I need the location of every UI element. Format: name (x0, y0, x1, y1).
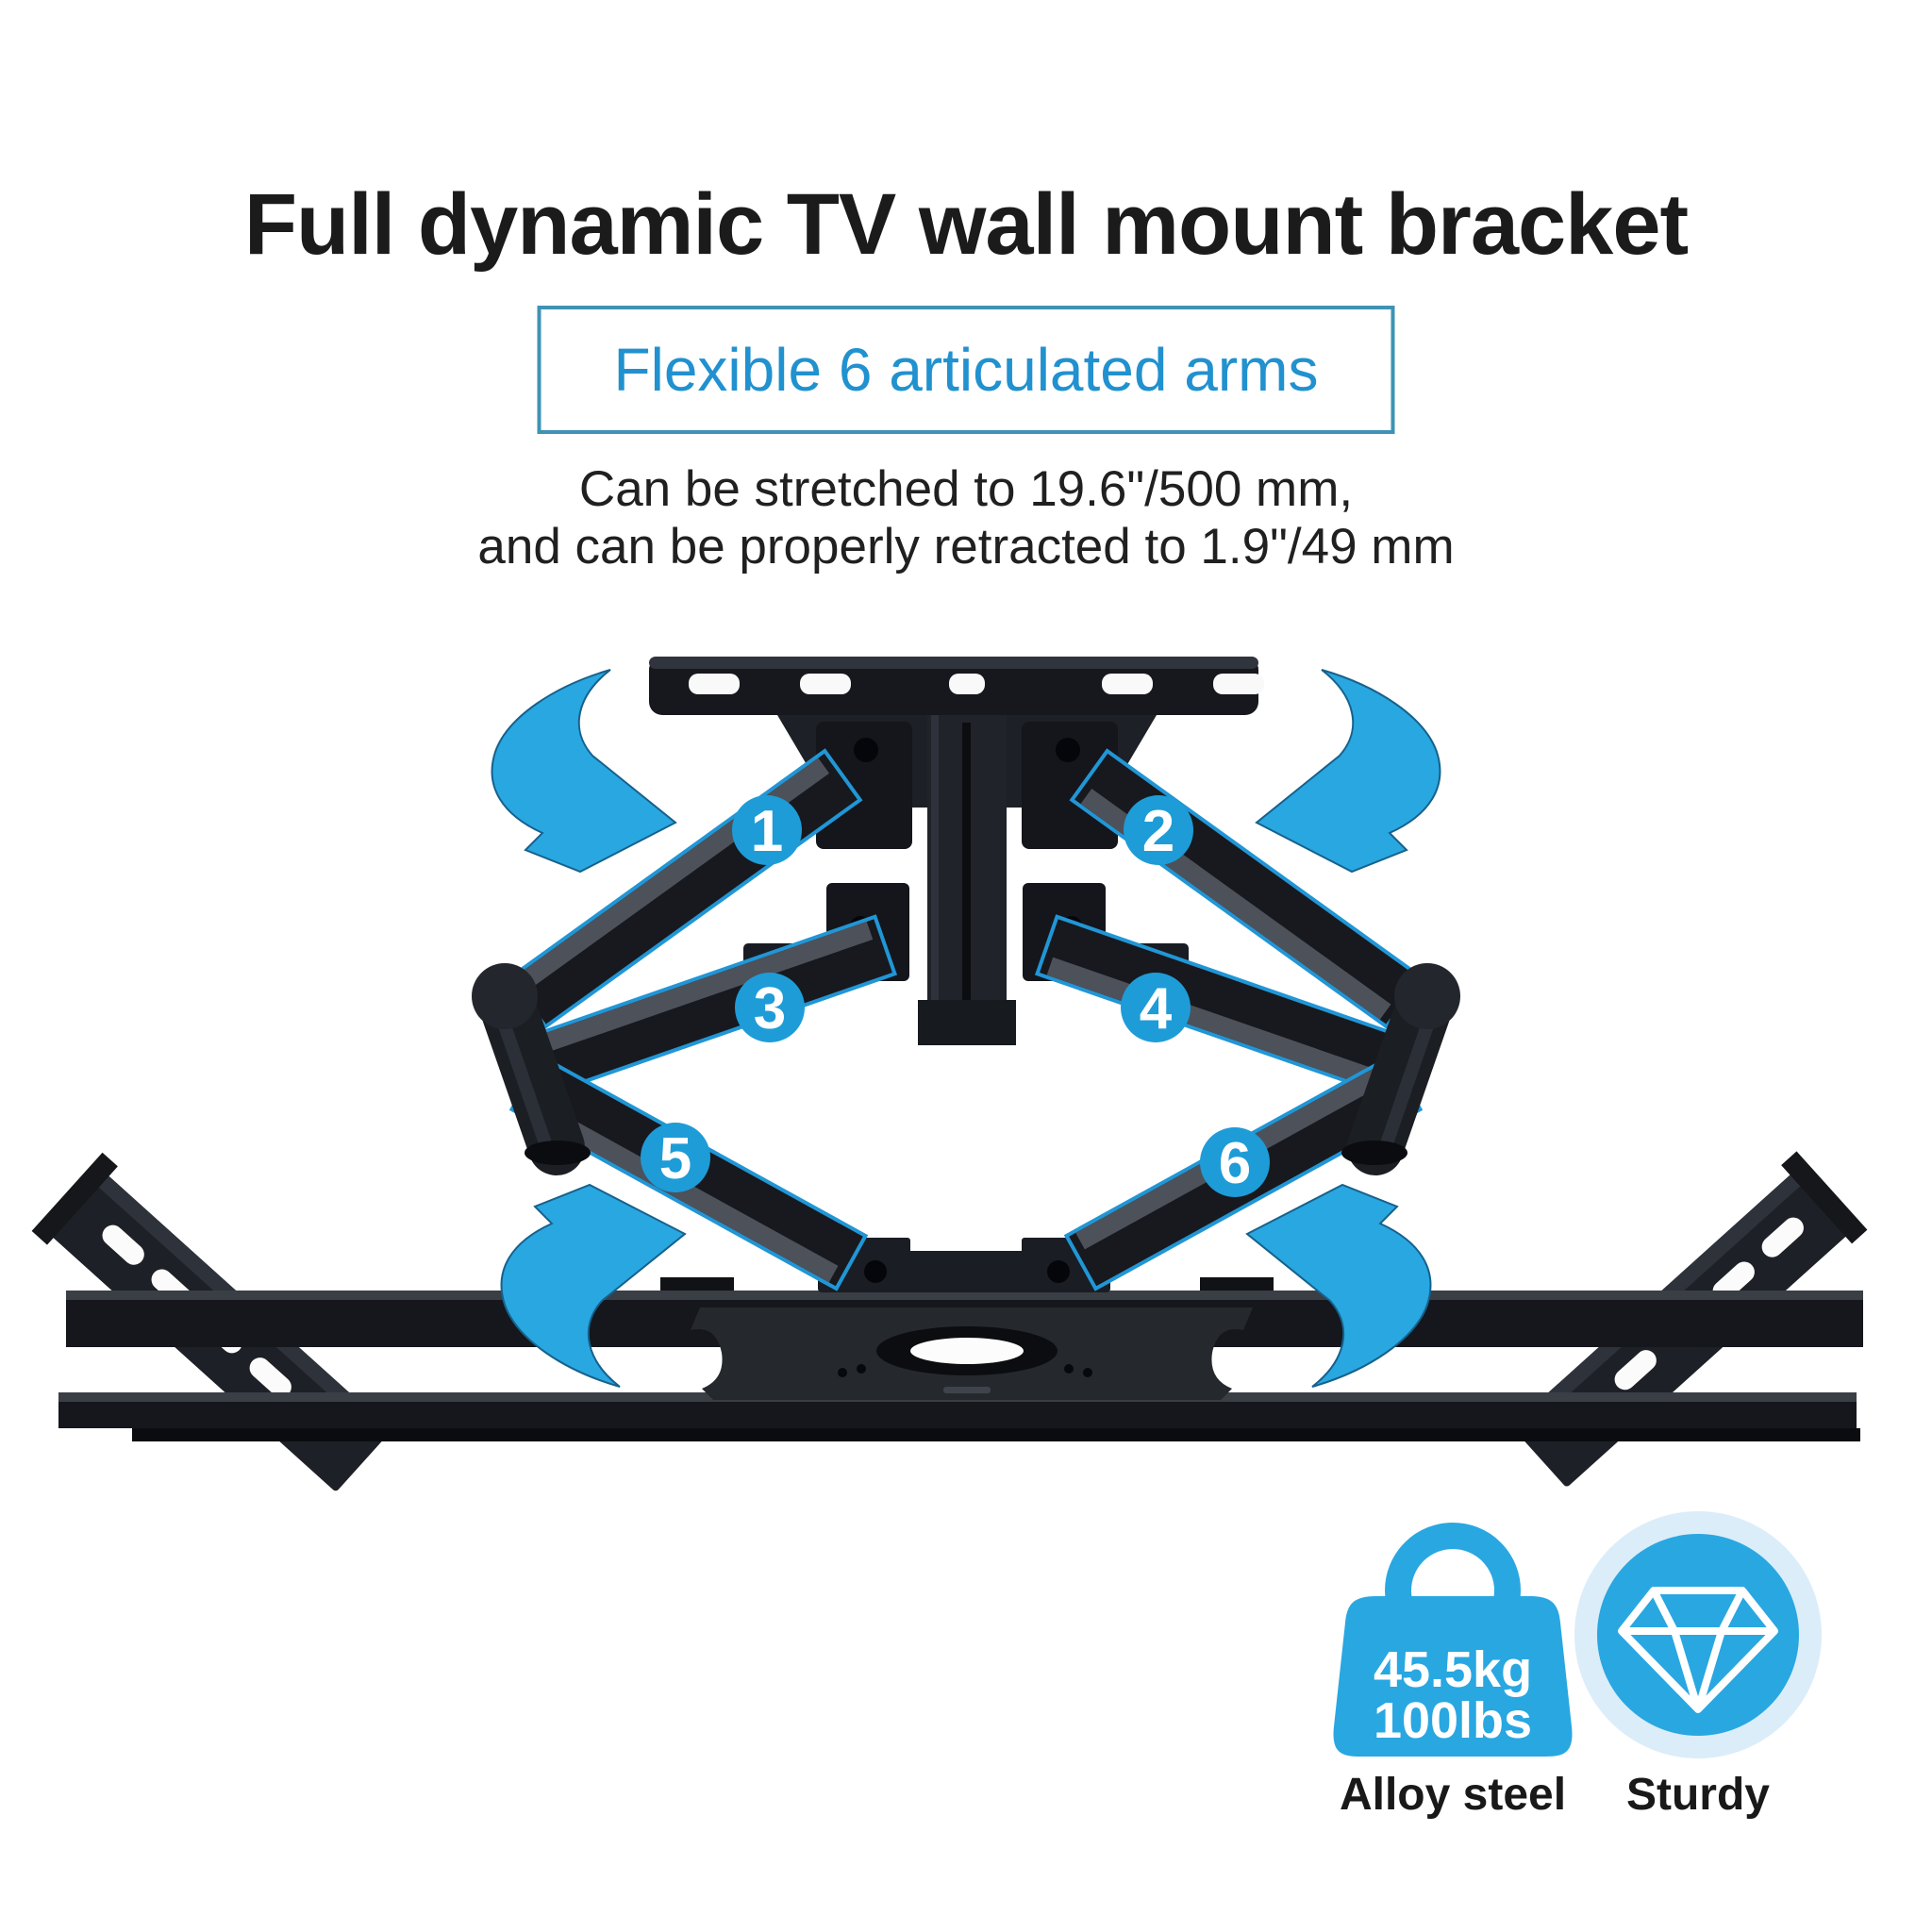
plate-slot (689, 674, 740, 694)
rotation-arrow-icon-bottom-left (500, 1184, 686, 1388)
vesa-slot (249, 1357, 291, 1398)
elbow-post-left (472, 963, 591, 1175)
elbow-ball (472, 963, 538, 1029)
badge-circle (1121, 973, 1191, 1042)
alloy-steel-label: Alloy steel (1340, 1770, 1566, 1820)
diamond-outline (1618, 1587, 1778, 1713)
arm-number-2: 2 (1142, 799, 1174, 864)
rail-stub (1200, 1277, 1274, 1294)
arm-badge-6: 6 (1200, 1127, 1270, 1197)
tv-rail-lower (58, 1392, 1860, 1441)
vesa-slot (1614, 1350, 1657, 1391)
weight-lbs: 100lbs (1374, 1692, 1532, 1749)
feature-box-label: Flexible 6 articulated arms (613, 336, 1319, 404)
subtitle-line-1: Can be stretched to 19.6"/500 mm, (578, 461, 1354, 517)
vesa-strip-right-flange (1781, 1151, 1868, 1244)
bag-body (1333, 1596, 1573, 1757)
plate-notch (943, 1387, 991, 1393)
weight-bag-icon: 45.5kg 100lbs (1333, 1523, 1573, 1757)
arm-badge-1: 1 (732, 795, 802, 865)
plate-slot (800, 674, 851, 694)
subtitle: Can be stretched to 19.6"/500 mm, and ca… (0, 460, 1932, 575)
arm-number-3: 3 (754, 976, 786, 1041)
badge-circle (735, 973, 805, 1042)
bracket-hole (1047, 1260, 1070, 1283)
rail-stub (660, 1277, 734, 1294)
page-title: Full dynamic TV wall mount bracket (243, 176, 1689, 273)
vesa-center-plate (691, 1307, 1253, 1400)
vesa-slot (102, 1224, 144, 1265)
diamond-icon (1574, 1511, 1822, 1758)
plate-screw-hole (838, 1368, 847, 1377)
arm-face (541, 921, 874, 1053)
pivot-hole (854, 738, 878, 762)
feature-box: Flexible 6 articulated arms (537, 306, 1395, 434)
diamond-facets (1650, 1589, 1746, 1711)
arm-number-5: 5 (659, 1126, 691, 1191)
arm-badge-3: 3 (735, 973, 805, 1042)
plate-hole (910, 1338, 1024, 1364)
arm-badge-4: 4 (1121, 973, 1191, 1042)
pivot-housing-upper-left (816, 722, 912, 849)
bracket-body (818, 1251, 1110, 1292)
plate-screw-hole (1064, 1364, 1074, 1374)
vesa-strip-left-flange (31, 1152, 118, 1245)
elbow-foot (1341, 1141, 1407, 1165)
plate-screw-hole (857, 1364, 866, 1374)
plate-slot (1213, 674, 1264, 694)
badge-circle (1200, 1127, 1270, 1197)
column-highlight (931, 709, 939, 1045)
arm-number-1: 1 (751, 799, 783, 864)
elbow-post-right (1341, 963, 1460, 1175)
rotation-arrow-icon-top-left (491, 669, 676, 873)
plate-slot (949, 674, 985, 694)
wall-plate-lip-edge (649, 657, 1258, 669)
pivot-hole (1056, 738, 1080, 762)
rail-lip (132, 1428, 1860, 1441)
subtitle-line-2: and can be properly retracted to 1.9"/49… (477, 519, 1455, 575)
rotation-arrow-icon-bottom-right (1246, 1184, 1432, 1388)
sturdy-label: Sturdy (1626, 1770, 1770, 1820)
plate-slot (1102, 674, 1153, 694)
rotation-arrow-icon-top-right (1256, 669, 1441, 873)
arm-badge-5: 5 (641, 1123, 710, 1192)
badge-circle (641, 1123, 710, 1192)
column-groove (962, 723, 971, 1034)
plate-screw-hole (1083, 1368, 1092, 1377)
bracket-hole (864, 1260, 887, 1283)
vesa-slot (1761, 1217, 1804, 1257)
weight-kg: 45.5kg (1374, 1641, 1532, 1698)
rail-body (58, 1402, 1857, 1428)
arm-number-6: 6 (1219, 1131, 1251, 1196)
column-base (918, 1000, 1016, 1045)
badge-circle (1124, 795, 1193, 865)
elbow-ball (1394, 963, 1460, 1029)
arm-badge-2: 2 (1124, 795, 1193, 865)
elbow-foot (525, 1141, 591, 1165)
badge-circle (732, 795, 802, 865)
arm-number-4: 4 (1140, 976, 1173, 1041)
